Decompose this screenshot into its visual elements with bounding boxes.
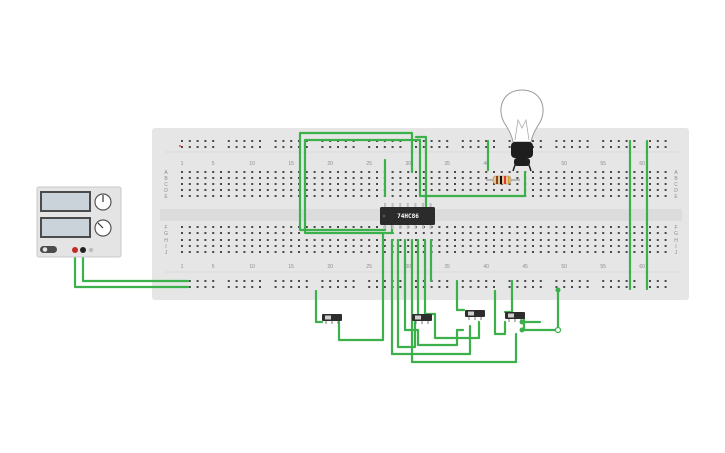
row-label: C [674, 182, 678, 188]
column-label-top: 5 [212, 161, 215, 167]
wire-sw1 [314, 289, 324, 324]
slide-switch[interactable] [322, 314, 342, 324]
row-label: A [674, 170, 678, 176]
row-label: J [675, 250, 678, 256]
slide-switches[interactable] [322, 310, 525, 324]
row-label: I [165, 244, 166, 250]
row-label: A [164, 170, 168, 176]
wire-sw4c [493, 289, 507, 336]
column-label-bottom: 25 [366, 264, 372, 270]
slide-switch[interactable] [412, 314, 432, 324]
column-label-bottom: 40 [483, 264, 489, 270]
wire-loop-2 [414, 135, 428, 213]
row-label: B [164, 176, 168, 182]
power-supply[interactable] [36, 186, 122, 258]
column-label-top: 25 [366, 161, 372, 167]
wire-sw4e [522, 288, 560, 332]
column-label-top: 20 [327, 161, 333, 167]
resistor[interactable] [486, 175, 520, 185]
column-label-bottom: 60 [639, 264, 645, 270]
wires[interactable] [73, 131, 649, 364]
row-label: D [164, 188, 168, 194]
column-label-bottom: 30 [405, 264, 411, 270]
column-label-bottom: 55 [600, 264, 606, 270]
column-label-top: 1 [181, 161, 184, 167]
row-label: E [164, 194, 168, 200]
row-label: D [674, 188, 678, 194]
power-switch[interactable] [40, 246, 57, 253]
row-label: C [164, 182, 168, 188]
row-label: B [674, 176, 678, 182]
terminal-positive[interactable] [72, 247, 78, 253]
light-bulb[interactable] [500, 89, 544, 172]
column-label-top: 40 [483, 161, 489, 167]
column-label-bottom: 1 [181, 264, 184, 270]
column-label-top: 35 [444, 161, 450, 167]
wire-sw3a [410, 238, 518, 364]
column-label-bottom: 10 [249, 264, 255, 270]
wire-sw4b [455, 279, 466, 312]
wire-psu-red [73, 250, 190, 289]
row-label: E [674, 194, 678, 200]
wire-to-resistor [426, 170, 527, 198]
column-labels: 1510152025303540455055601510152025303540… [181, 161, 646, 270]
column-label-bottom: 50 [561, 264, 567, 270]
wire-sw2b [396, 238, 417, 349]
column-label-bottom: 5 [212, 264, 215, 270]
slide-switch[interactable] [505, 312, 525, 322]
row-label: F [164, 225, 167, 231]
column-label-top: 30 [405, 161, 411, 167]
chip-74hc86[interactable]: 74HC86 [380, 203, 435, 229]
row-label: F [674, 225, 677, 231]
wire-sw2c [403, 238, 465, 347]
wire-sw3c [423, 238, 481, 340]
column-label-bottom: 45 [522, 264, 528, 270]
column-label-bottom: 15 [288, 264, 294, 270]
column-label-bottom: 20 [327, 264, 333, 270]
row-label: G [164, 231, 168, 237]
chip-pins [384, 203, 432, 229]
chip-label: 74HC86 [397, 213, 419, 220]
row-label: J [165, 250, 168, 256]
wire-sw1b [337, 231, 385, 342]
wire-psu-green [81, 250, 190, 283]
row-label: G [674, 231, 678, 237]
wire-sw2a [390, 238, 472, 356]
row-label: I [675, 244, 676, 250]
column-label-top: 10 [249, 161, 255, 167]
row-label: H [674, 238, 678, 244]
terminal-negative[interactable] [80, 247, 86, 253]
row-label: H [164, 238, 168, 244]
column-label-bottom: 35 [444, 264, 450, 270]
wire-loop-inner [303, 138, 430, 235]
column-label-top: 55 [600, 161, 606, 167]
wire-endpoints [519, 287, 562, 334]
column-label-top: 50 [561, 161, 567, 167]
column-label-top: 60 [639, 161, 645, 167]
column-label-top: 15 [288, 161, 294, 167]
slide-switch[interactable] [465, 310, 485, 320]
